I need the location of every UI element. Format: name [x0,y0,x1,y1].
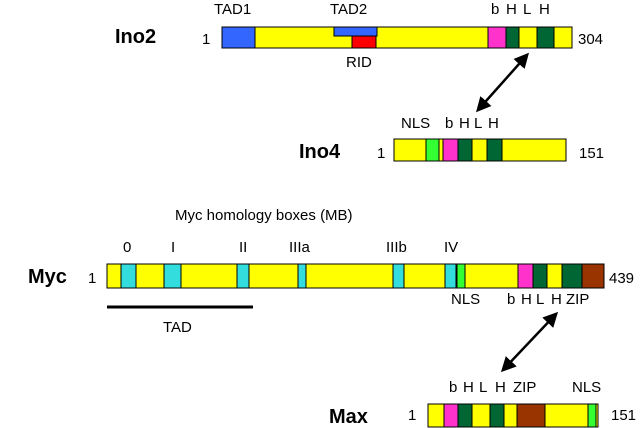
ino2-helix2-domain [536,26,555,49]
ino2-h1-label: H [506,1,517,18]
max-h1-label: H [463,379,474,396]
ino4-helix1-domain [457,138,473,162]
myc-protein: Myc homology boxes (MB) 0 I II IIIa IIIb… [28,207,634,336]
ino2-tad1-domain [221,26,256,49]
myc-mb2-box [236,263,250,289]
ino4-protein: Ino4 1 151 NLS b H L H [299,115,604,163]
max-helix1-domain [457,403,473,428]
ino4-helix2-domain [486,138,503,162]
myc-helix2-domain [561,263,583,289]
ino2-name: Ino2 [115,26,156,48]
ino2-helix1-domain [505,26,520,49]
myc-mb3b-label: IIIb [386,239,407,256]
ino4-h1-label: H [459,115,470,132]
ino2-end: 304 [578,31,603,48]
max-protein: b H L H ZIP NLS Max 1 151 [329,379,636,428]
ino4-name: Ino4 [299,141,341,163]
myc-max-interaction-arrow [500,311,559,373]
max-helix2-domain [489,403,505,428]
myc-mb3a-label: IIIa [289,239,311,256]
ino4-h2-label: H [488,115,499,132]
max-end: 151 [611,407,636,424]
myc-tad-label: TAD [163,319,192,336]
ino2-rid-label: RID [346,54,372,71]
myc-nls-domain [456,263,466,289]
myc-h2-label: H [551,291,562,308]
myc-mb0-box [120,263,137,289]
myc-mb1-label: I [171,239,175,256]
ino2-basic-domain [487,26,507,49]
ino2-start: 1 [202,31,210,48]
ino2-h2-label: H [539,1,550,18]
ino2-rid-domain [351,35,377,49]
ino2-l-label: L [523,1,531,18]
ino4-b-label: b [445,115,453,132]
myc-mb4-box [444,263,457,289]
myc-zip-label: ZIP [566,291,589,308]
ino4-nls-label: NLS [401,115,430,132]
max-l-label: L [479,379,487,396]
ino2-tad1-label: TAD1 [214,1,251,18]
ino2-tad2-label: TAD2 [330,1,367,18]
myc-nls-label: NLS [451,291,480,308]
max-nls-label: NLS [572,379,601,396]
ino4-basic-domain [442,138,459,162]
ino2-b-label: b [491,1,499,18]
ino4-backbone [393,138,567,162]
myc-name: Myc [28,266,67,288]
max-basic-domain [443,403,459,428]
max-start: 1 [408,407,416,424]
myc-start: 1 [88,270,96,287]
max-b-label: b [449,379,457,396]
myc-helix1-domain [532,263,548,289]
max-nls-domain [587,403,597,428]
max-zip-label: ZIP [513,379,536,396]
ino4-start: 1 [377,145,385,162]
ino2-protein: Ino2 1 304 TAD1 TAD2 RID b H L H [115,1,603,71]
myc-mb4-label: IV [444,239,458,256]
myc-mb3a-box [297,263,307,289]
myc-l-label: L [536,291,544,308]
max-zip-domain [516,403,546,428]
ino2-tad2-domain [333,26,378,37]
max-name: Max [329,406,368,428]
ino4-l-label: L [474,115,482,132]
myc-h1-label: H [521,291,532,308]
ino2-ino4-interaction-arrow [476,52,529,113]
max-h2-label: H [495,379,506,396]
myc-mb-title: Myc homology boxes (MB) [175,207,353,224]
myc-mb0-label: 0 [123,239,131,256]
myc-mb3b-box [392,263,405,289]
ino4-end: 151 [579,145,604,162]
myc-end: 439 [609,270,634,287]
myc-zip-domain [581,263,605,289]
myc-b-label: b [507,291,515,308]
ino4-nls-domain [425,138,440,162]
myc-mb1-box [163,263,182,289]
myc-mb2-label: II [239,239,247,256]
myc-basic-domain [517,263,534,289]
